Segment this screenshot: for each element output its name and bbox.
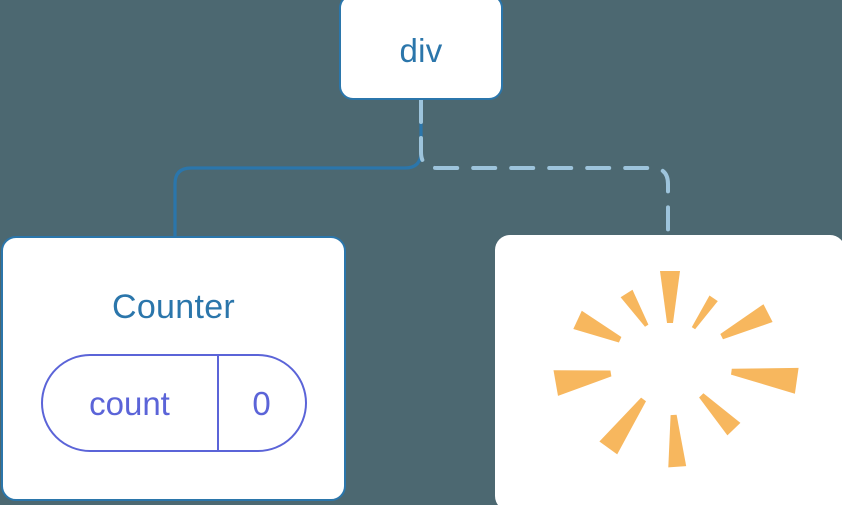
sparkle-ray-6 bbox=[599, 397, 646, 455]
edge-root-to-sparkle bbox=[419, 98, 670, 238]
sparkle-ray-7 bbox=[553, 370, 612, 396]
sparkle-ray-2 bbox=[720, 304, 773, 340]
sparkle-ray-3 bbox=[731, 367, 799, 394]
sparkle-ray-8 bbox=[573, 310, 622, 343]
edge-root-to-counter bbox=[173, 98, 423, 238]
node-div[interactable]: div bbox=[339, 0, 503, 100]
sparkle-ray-1 bbox=[691, 295, 718, 330]
node-counter[interactable]: Counter count 0 bbox=[1, 236, 346, 501]
state-pill-count[interactable]: count 0 bbox=[40, 354, 307, 452]
state-pill-value: 0 bbox=[252, 384, 271, 422]
sparkle-burst-icon bbox=[553, 271, 799, 468]
state-pill-key: count bbox=[43, 356, 219, 450]
sparkle-ray-0 bbox=[660, 271, 680, 323]
sparkle-ray-5 bbox=[668, 414, 687, 468]
sparkle-ray-4 bbox=[699, 393, 741, 436]
node-div-label: div bbox=[399, 31, 443, 69]
node-counter-label: Counter bbox=[111, 288, 236, 326]
sparkle-ray-9 bbox=[620, 289, 649, 327]
node-sparkle[interactable] bbox=[495, 235, 842, 505]
